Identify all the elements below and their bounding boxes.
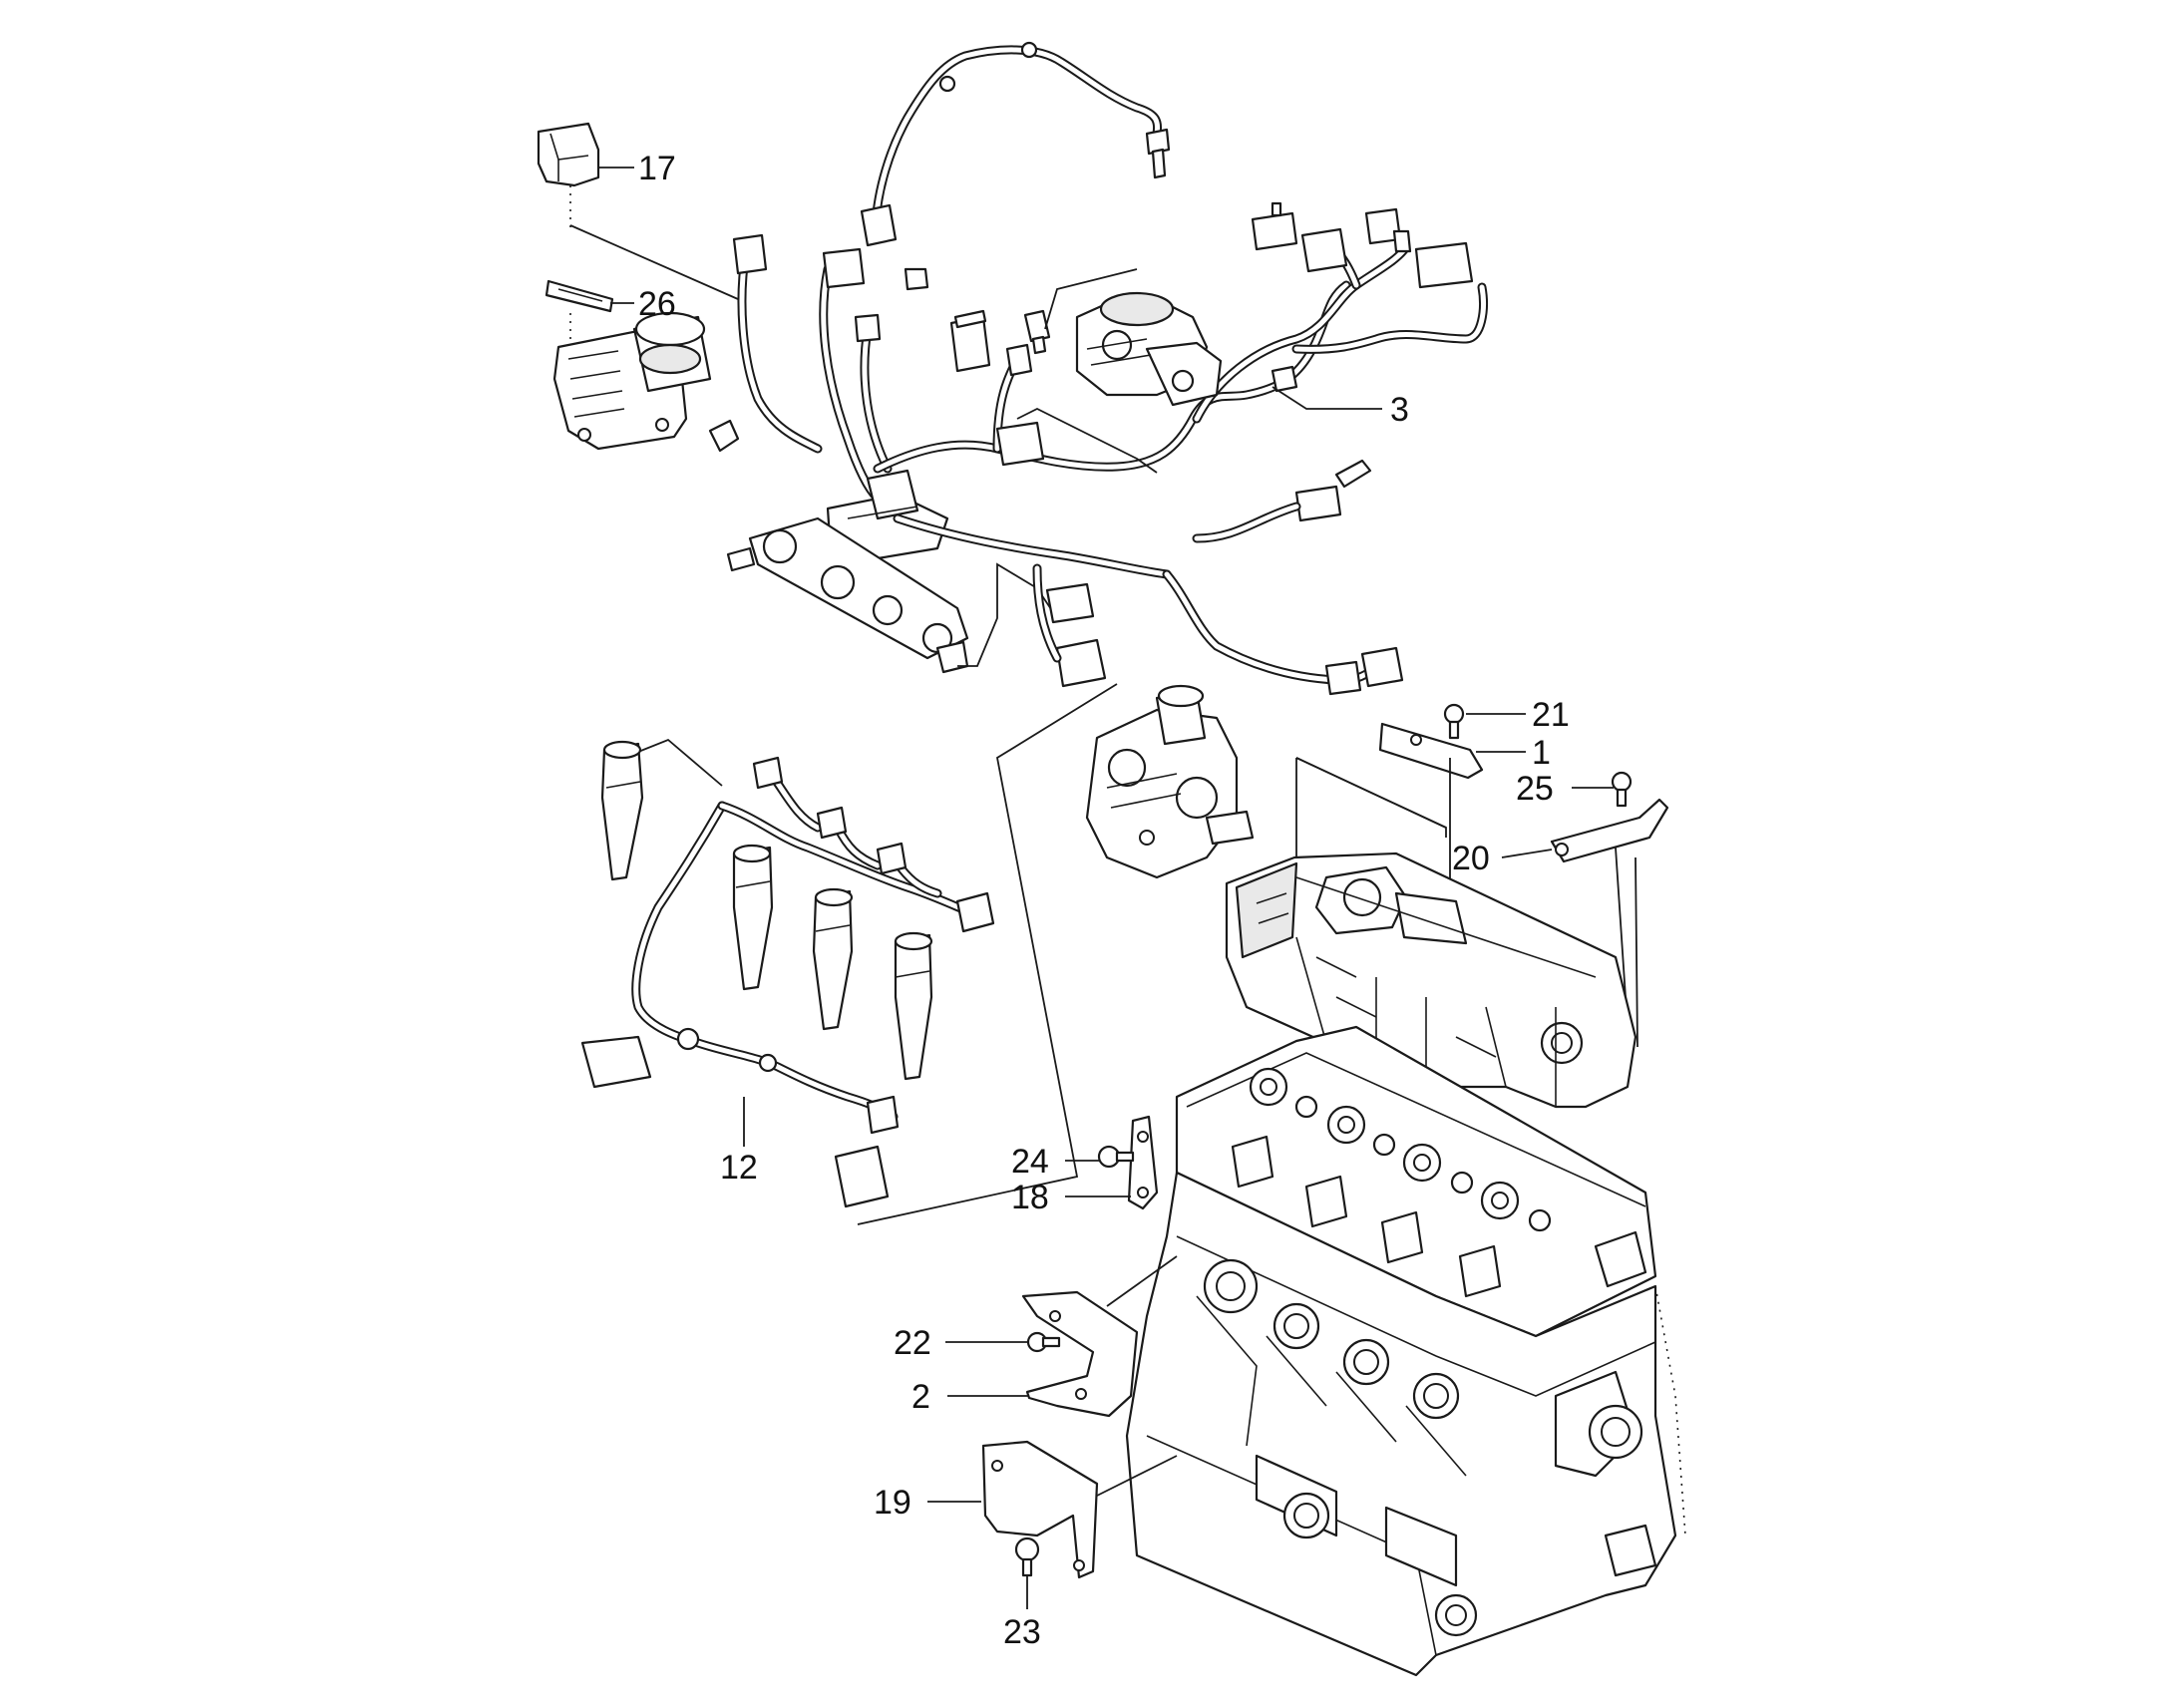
fuel-injectors — [600, 740, 933, 1081]
part-21-bolt — [1443, 703, 1465, 740]
callout-24: 24 — [1011, 1143, 1049, 1181]
part-18-bracket — [1127, 1115, 1159, 1210]
throttle-body — [552, 311, 712, 451]
engine-block — [1125, 1171, 1686, 1677]
part-20-bracket — [1550, 798, 1669, 863]
assembly-line — [569, 224, 739, 300]
assembly-line — [637, 738, 723, 787]
callout-26: 26 — [638, 285, 676, 323]
callout-21: 21 — [1532, 696, 1570, 734]
wiring-harness-left — [708, 233, 929, 504]
assembly-line — [1096, 1455, 1178, 1497]
leader-3 — [1272, 386, 1382, 410]
sensor-small-2 — [949, 309, 991, 373]
pump-connector — [1032, 563, 1404, 696]
assembly-line — [1295, 757, 1447, 838]
part-25-bolt — [1611, 771, 1633, 808]
part-24-bolt — [1097, 1145, 1135, 1169]
part-23-bolt — [1014, 1537, 1040, 1577]
callout-18: 18 — [1011, 1179, 1049, 1216]
callout-1: 1 — [1532, 734, 1551, 772]
callout-23: 23 — [1003, 1613, 1041, 1651]
egr-valve — [1075, 291, 1223, 407]
callout-17: 17 — [638, 150, 676, 187]
assembly-line — [1016, 268, 1158, 474]
callout-2: 2 — [911, 1378, 930, 1416]
part-26-gasket — [545, 279, 614, 313]
cylinder-head — [1175, 1025, 1657, 1338]
callout-25: 25 — [1516, 770, 1554, 808]
assembly-line — [1106, 1255, 1178, 1307]
callout-22: 22 — [894, 1324, 931, 1362]
part-17-cap — [537, 122, 600, 187]
injector-harness-12 — [580, 756, 995, 1208]
temperature-sensor-lead — [860, 41, 1171, 247]
oil-pressure-sensor — [1192, 459, 1372, 543]
leader-20 — [1501, 849, 1553, 858]
callout-3: 3 — [1390, 391, 1409, 429]
assembly-line — [1295, 757, 1447, 857]
fuel-rail — [726, 516, 969, 674]
callout-19: 19 — [874, 1484, 911, 1522]
callout-12: 12 — [720, 1149, 758, 1187]
assembly-line — [857, 683, 1118, 1225]
sensor-small-1 — [1023, 309, 1051, 355]
part-22-bolt — [1026, 1331, 1061, 1353]
callout-20: 20 — [1452, 840, 1490, 877]
part-2-bracket — [1021, 1290, 1139, 1418]
part-1-bracket — [1378, 722, 1484, 780]
high-pressure-pump — [1085, 684, 1255, 879]
part-19-bracket — [981, 1440, 1099, 1579]
wiring-harness-part-3 — [1192, 201, 1488, 424]
